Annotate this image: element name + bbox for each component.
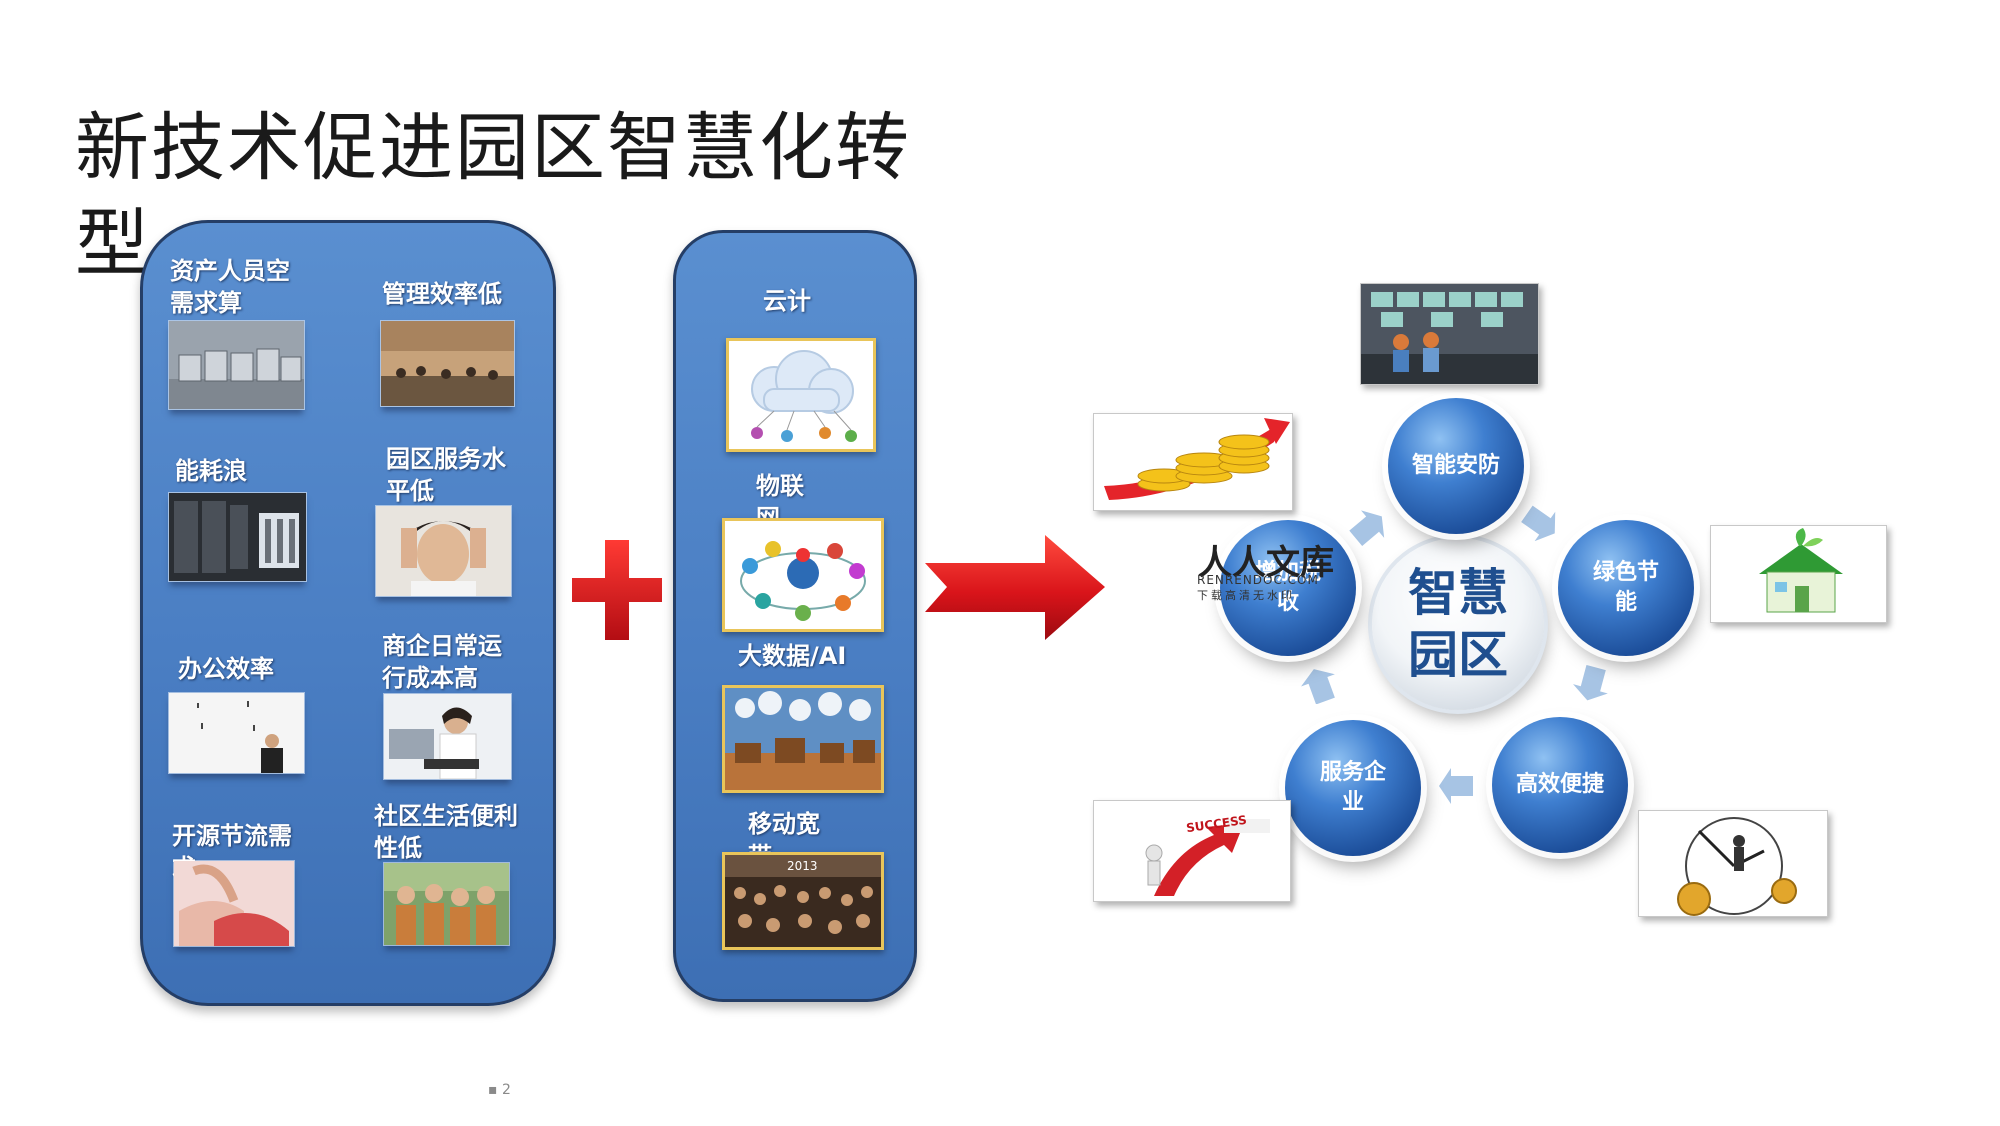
node-efficient-convenient: 高效便捷 [1492,717,1628,853]
watermark-logo-text: 人人文库 [1198,543,1334,583]
challenge-label-cost: 商企日常运行成本高 [382,632,502,692]
cycle-arrow-1-icon [1520,505,1560,542]
money-hands-image [173,860,295,947]
page-number: ▪ 2 [488,1082,511,1098]
phone-woman-image [383,693,512,780]
stressed-man-image [375,505,512,597]
challenge-label-energy: 能耗浪 [175,457,247,485]
office-man-image [168,692,305,774]
challenge-label-efficiency: 管理效率低 [382,280,502,308]
arrow-right-icon [925,535,1105,640]
challenge-label-assets: 资产人员空需求算 [170,257,290,317]
challenge-label-office: 办公效率 [178,655,274,683]
crowd-hall-image [380,320,515,407]
tech-label-bigdata: 大数据/AI [738,642,847,670]
node-green-energy: 绿色节能 [1558,520,1694,656]
tech-label-cloud: 云计 [763,287,811,315]
iot-network-image [722,518,884,632]
cycle-arrow-5-icon [1348,510,1388,546]
page-title: 新技术促进园区智慧化转型 [75,105,911,287]
challenge-label-community: 社区生活便利性低 [374,802,518,862]
node-serve-enterprise: 服务企业 [1285,720,1421,856]
cycle-arrow-3-icon [1437,768,1477,804]
success-image: SUCCESS [1093,800,1291,902]
cycle-arrow-4-icon [1300,668,1340,705]
node-smart-security: 智能安防 [1388,398,1524,534]
monitoring-room-image [1360,283,1539,385]
watermark-url: RENRENDOC.COM [1197,573,1319,587]
challenge-label-service: 园区服务水 平低 [386,445,506,505]
family-image [383,862,510,946]
green-house-image [1710,525,1887,623]
photo-year-label: 2013 [787,859,818,873]
smart-park-center: 智慧园区 [1372,538,1544,710]
plus-icon [572,540,662,640]
page-number-value: 2 [501,1082,511,1098]
bigdata-image [722,685,884,793]
watermark-tagline: 下载高清无水印 [1197,589,1295,602]
gold-coins-image [1093,413,1293,511]
cloud-image [726,338,876,452]
warehouse-image [168,320,305,410]
mobile-crowd-image: 2013 [722,852,884,950]
clock-runner-image [1638,810,1828,917]
node-tax-revenue: 增加税收 [1220,520,1356,656]
server-room-image [168,492,307,582]
cycle-arrow-2-icon [1572,664,1612,701]
